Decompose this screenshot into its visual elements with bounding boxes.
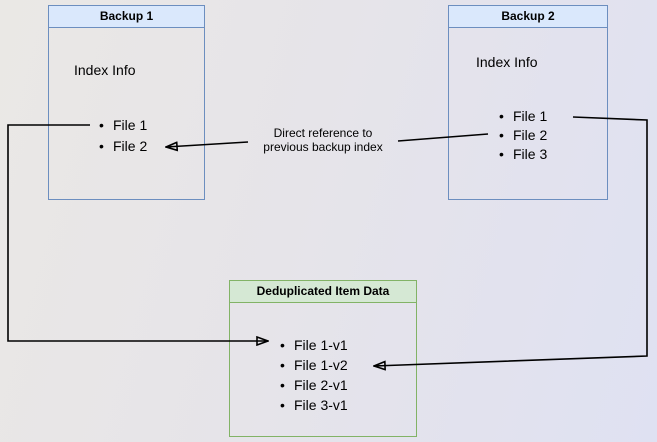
- bullet-icon: [499, 126, 513, 145]
- list-item: File 2: [499, 126, 547, 145]
- bullet-icon: [99, 115, 113, 136]
- file-label: File 2-v1: [294, 377, 348, 393]
- list-item: File 1-v1: [280, 335, 348, 355]
- dedup-file-list: File 1-v1 File 1-v2 File 2-v1 File 3-v1: [280, 335, 348, 415]
- backup1-subtitle: Index Info: [74, 62, 136, 78]
- backup1-file-list: File 1 File 2: [99, 115, 147, 157]
- file-label: File 1: [113, 117, 148, 133]
- backup2-subtitle: Index Info: [476, 54, 538, 70]
- dedup-box: Deduplicated Item Data File 1-v1 File 1-…: [229, 280, 417, 437]
- bullet-icon: [280, 395, 294, 415]
- file-label: File 2: [113, 138, 148, 154]
- list-item: File 3: [499, 145, 547, 164]
- list-item: File 2-v1: [280, 375, 348, 395]
- list-item: File 1: [99, 115, 147, 136]
- backup1-box: Backup 1 Index Info File 1 File 2: [48, 5, 205, 200]
- dedup-header: Deduplicated Item Data: [230, 281, 416, 303]
- list-item: File 1: [499, 107, 547, 126]
- list-item: File 1-v2: [280, 355, 348, 375]
- file-label: File 3-v1: [294, 397, 348, 413]
- bullet-icon: [99, 136, 113, 157]
- file-label: File 1-v2: [294, 357, 348, 373]
- file-label: File 2: [513, 127, 548, 143]
- bullet-icon: [280, 355, 294, 375]
- list-item: File 2: [99, 136, 147, 157]
- backup2-header: Backup 2: [449, 6, 607, 28]
- bullet-icon: [280, 335, 294, 355]
- file-label: File 3: [513, 146, 548, 162]
- list-item: File 3-v1: [280, 395, 348, 415]
- backup1-header: Backup 1: [49, 6, 204, 28]
- backup2-file-list: File 1 File 2 File 3: [499, 107, 547, 164]
- bullet-icon: [280, 375, 294, 395]
- direct-reference-label: Direct reference to previous backup inde…: [243, 126, 403, 154]
- backup2-box: Backup 2 Index Info File 1 File 2 File 3: [448, 5, 608, 200]
- direct-reference-label-line2: previous backup index: [263, 140, 383, 154]
- bullet-icon: [499, 107, 513, 126]
- bullet-icon: [499, 145, 513, 164]
- file-label: File 1: [513, 108, 548, 124]
- direct-reference-label-line1: Direct reference to: [273, 126, 373, 140]
- file-label: File 1-v1: [294, 337, 348, 353]
